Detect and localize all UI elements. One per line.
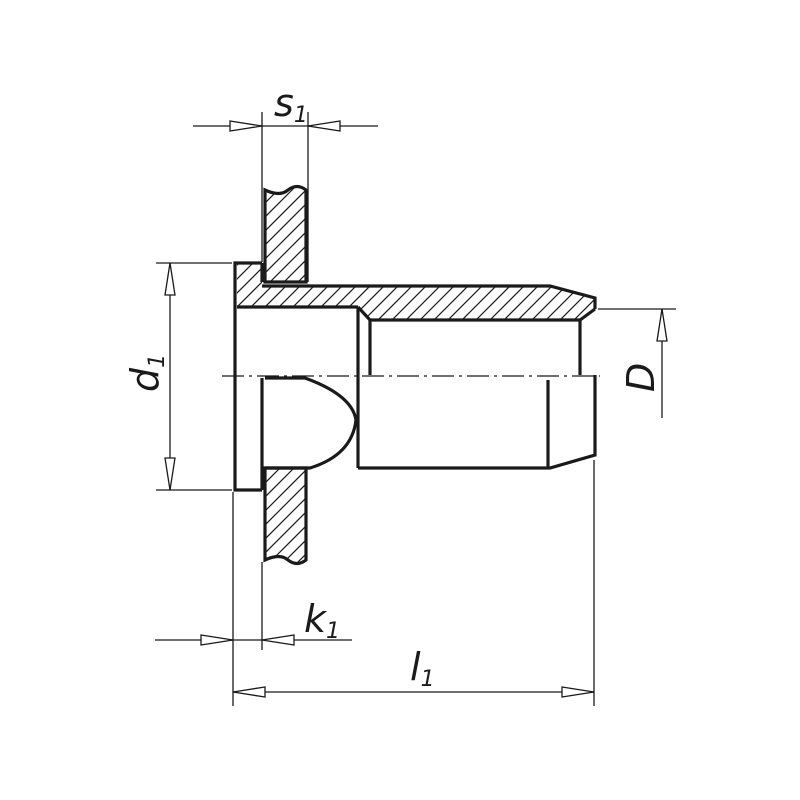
hatch-line: [303, 186, 306, 282]
hatch-line: [150, 460, 260, 570]
k1-arrow-right: [261, 634, 295, 646]
hatch-line: [484, 263, 553, 320]
s1-symbol: s: [274, 81, 294, 125]
s1-arrow-left: [229, 120, 263, 132]
hatch-line: [526, 263, 595, 320]
hatch-line: [265, 186, 275, 282]
sheet-plate: [263, 184, 308, 566]
hatch-line: [302, 263, 371, 320]
l1-label: l1: [410, 645, 435, 692]
D-arrow: [656, 308, 668, 342]
hatch-line: [456, 263, 525, 320]
shank-outer-top: [262, 284, 597, 309]
hatch-line: [386, 263, 455, 320]
hatch-line: [400, 263, 469, 320]
hatch-line: [275, 468, 306, 564]
hatch-line: [265, 468, 289, 564]
hatch-line: [265, 468, 275, 564]
d1-symbol: d: [123, 367, 167, 392]
s1-label: s1: [274, 81, 308, 128]
hatch-line: [470, 263, 539, 320]
hatch-line: [372, 263, 441, 320]
d1-arrow-bottom: [164, 457, 176, 491]
hatch-line: [265, 186, 306, 282]
plate-top-hatch: [150, 180, 306, 290]
hatch-line: [265, 468, 303, 564]
hatch-line: [265, 468, 306, 564]
hatch-line: [442, 263, 511, 320]
hatch-line: [237, 263, 287, 320]
hatch-line: [260, 263, 329, 320]
D-label: D: [619, 363, 663, 392]
l1-subscript: 1: [421, 667, 435, 692]
dimension-labels: s1 d1 D k1 l1: [123, 81, 663, 692]
hatch-line: [265, 186, 303, 282]
hatch-line: [265, 186, 306, 282]
D-symbol: D: [619, 363, 663, 392]
hatch-line: [344, 263, 413, 320]
bulge-outline: [265, 376, 358, 470]
lower-shank: [358, 375, 597, 470]
hatch-line: [568, 263, 595, 320]
s1-subscript: 1: [294, 103, 308, 128]
hatch-line: [288, 263, 357, 320]
thread-top: [356, 305, 596, 322]
k1-arrow-left: [200, 634, 234, 646]
hatch-line: [265, 468, 306, 564]
hatch-line: [265, 186, 306, 282]
k1-label: k1: [304, 597, 340, 644]
k1-subscript: 1: [326, 619, 340, 644]
hatch-line: [316, 263, 385, 320]
dimension-lines: [155, 112, 676, 706]
hatch-line: [428, 263, 497, 320]
hatch-line: [237, 263, 259, 320]
hatch-line: [265, 468, 306, 564]
plate-bottom-hatch: [150, 460, 306, 570]
plate-bottom-outline: [263, 466, 308, 566]
hatch-line: [582, 263, 595, 320]
k1-symbol: k: [304, 597, 328, 641]
hatch-line: [498, 263, 567, 320]
hatch-line: [265, 468, 306, 564]
l1-arrow-left: [232, 686, 266, 698]
plate-top-outline: [263, 184, 308, 284]
hatch-line: [265, 186, 289, 282]
s1-arrow-right: [307, 120, 341, 132]
hatch-line: [275, 186, 306, 282]
d1-arrow-top: [164, 262, 176, 296]
hatch-line: [597, 258, 664, 325]
hatch-line: [358, 263, 427, 320]
l1-symbol: l: [410, 645, 421, 689]
hatch-line: [246, 263, 315, 320]
l1-arrow-right: [561, 686, 595, 698]
hatch-line: [303, 468, 306, 564]
d1-subscript: 1: [145, 354, 170, 368]
hatch-line: [150, 180, 260, 290]
hatch-line: [265, 186, 306, 282]
hatch-line: [414, 263, 483, 320]
d1-label: d1: [123, 354, 170, 392]
